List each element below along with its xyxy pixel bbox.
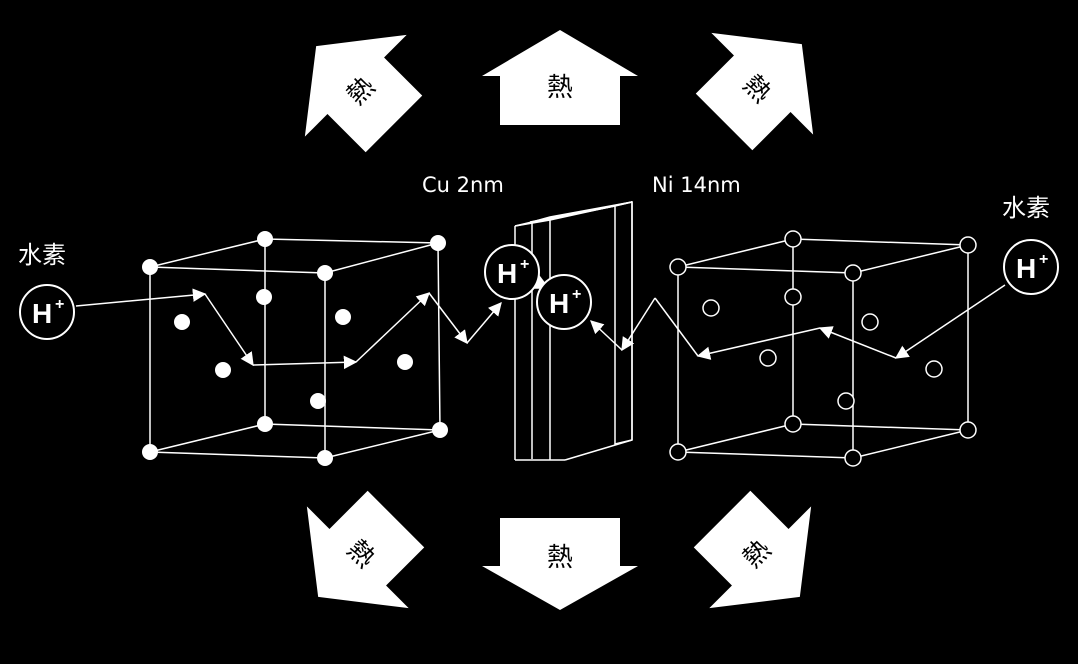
- heat-arrow-bottom-center: 熱: [482, 518, 638, 610]
- right-lattice-atoms: [669, 230, 977, 467]
- hydrogen-ion-center-right: H +: [536, 274, 592, 330]
- hydrogen-label-left: 水素: [18, 241, 66, 269]
- heat-arrow-top-center: 熱: [482, 30, 638, 125]
- ni-layer-label: Ni 14nm: [652, 173, 741, 197]
- heat-arrow-bottom-left: 熱: [306, 490, 425, 609]
- svg-text:H: H: [32, 298, 52, 329]
- hydrogen-label-right: 水素: [1002, 194, 1050, 222]
- svg-text:+: +: [55, 296, 64, 313]
- svg-text:+: +: [572, 286, 581, 303]
- hydrogen-path-right: [590, 284, 1006, 360]
- hydrogen-ion-center-left: H +: [484, 244, 540, 300]
- cu-layer-label: Cu 2nm: [422, 173, 504, 197]
- svg-text:H: H: [549, 288, 569, 319]
- svg-text:+: +: [520, 256, 529, 273]
- thin-film-slab: [514, 201, 633, 461]
- svg-text:H: H: [497, 258, 517, 289]
- hydrogen-ion-left: H +: [19, 284, 75, 340]
- heat-arrow-top-right: 熱: [695, 32, 814, 151]
- left-lattice-atoms: [142, 231, 448, 466]
- left-lattice-cube: [149, 238, 441, 459]
- hydrogen-ion-right: H +: [1003, 239, 1059, 295]
- heat-label: 熱: [547, 73, 573, 103]
- hydrogen-path-left: [75, 288, 502, 370]
- heat-label: 熱: [547, 543, 573, 573]
- heat-arrow-bottom-right: 熱: [693, 490, 812, 609]
- heat-arrow-top-left: 熱: [304, 34, 423, 153]
- right-lattice-cube: [677, 238, 969, 459]
- svg-text:+: +: [1039, 251, 1048, 268]
- svg-text:H: H: [1016, 253, 1036, 284]
